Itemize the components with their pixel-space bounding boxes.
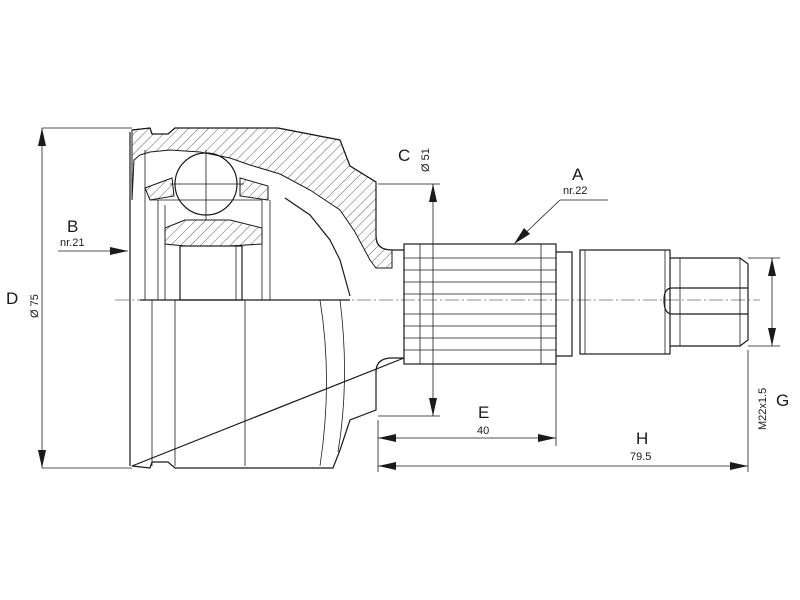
callout-b: B nr.21 xyxy=(58,217,128,255)
housing-section-hatch xyxy=(131,127,393,269)
label-d: D xyxy=(6,289,18,308)
splined-shaft xyxy=(403,243,749,365)
dimension-c: C Ø 51 xyxy=(378,146,440,417)
cage-upper-hatch xyxy=(144,177,175,201)
label-a: A xyxy=(572,165,584,184)
bell-housing xyxy=(129,127,405,469)
value-g: M22x1.5 xyxy=(757,388,769,430)
value-e: 40 xyxy=(477,425,489,437)
note-a: nr.22 xyxy=(563,185,587,197)
inner-race xyxy=(144,150,271,301)
dimension-d: D Ø 75 xyxy=(6,127,132,469)
cage-section-hatch xyxy=(164,219,263,247)
value-d: Ø 75 xyxy=(29,294,41,318)
label-h: H xyxy=(636,429,648,448)
value-h: 79.5 xyxy=(630,451,651,463)
label-g: G xyxy=(776,391,789,410)
callout-a: A nr.22 xyxy=(514,165,608,244)
label-c: C xyxy=(398,146,410,165)
label-b: B xyxy=(67,217,78,236)
note-b: nr.21 xyxy=(60,237,84,249)
dimension-g: M22x1.5 G xyxy=(748,257,789,430)
label-e: E xyxy=(478,403,489,422)
value-c: Ø 51 xyxy=(420,148,432,172)
dimension-h: H 79.5 xyxy=(377,350,749,472)
dimension-e: E 40 xyxy=(378,364,557,446)
